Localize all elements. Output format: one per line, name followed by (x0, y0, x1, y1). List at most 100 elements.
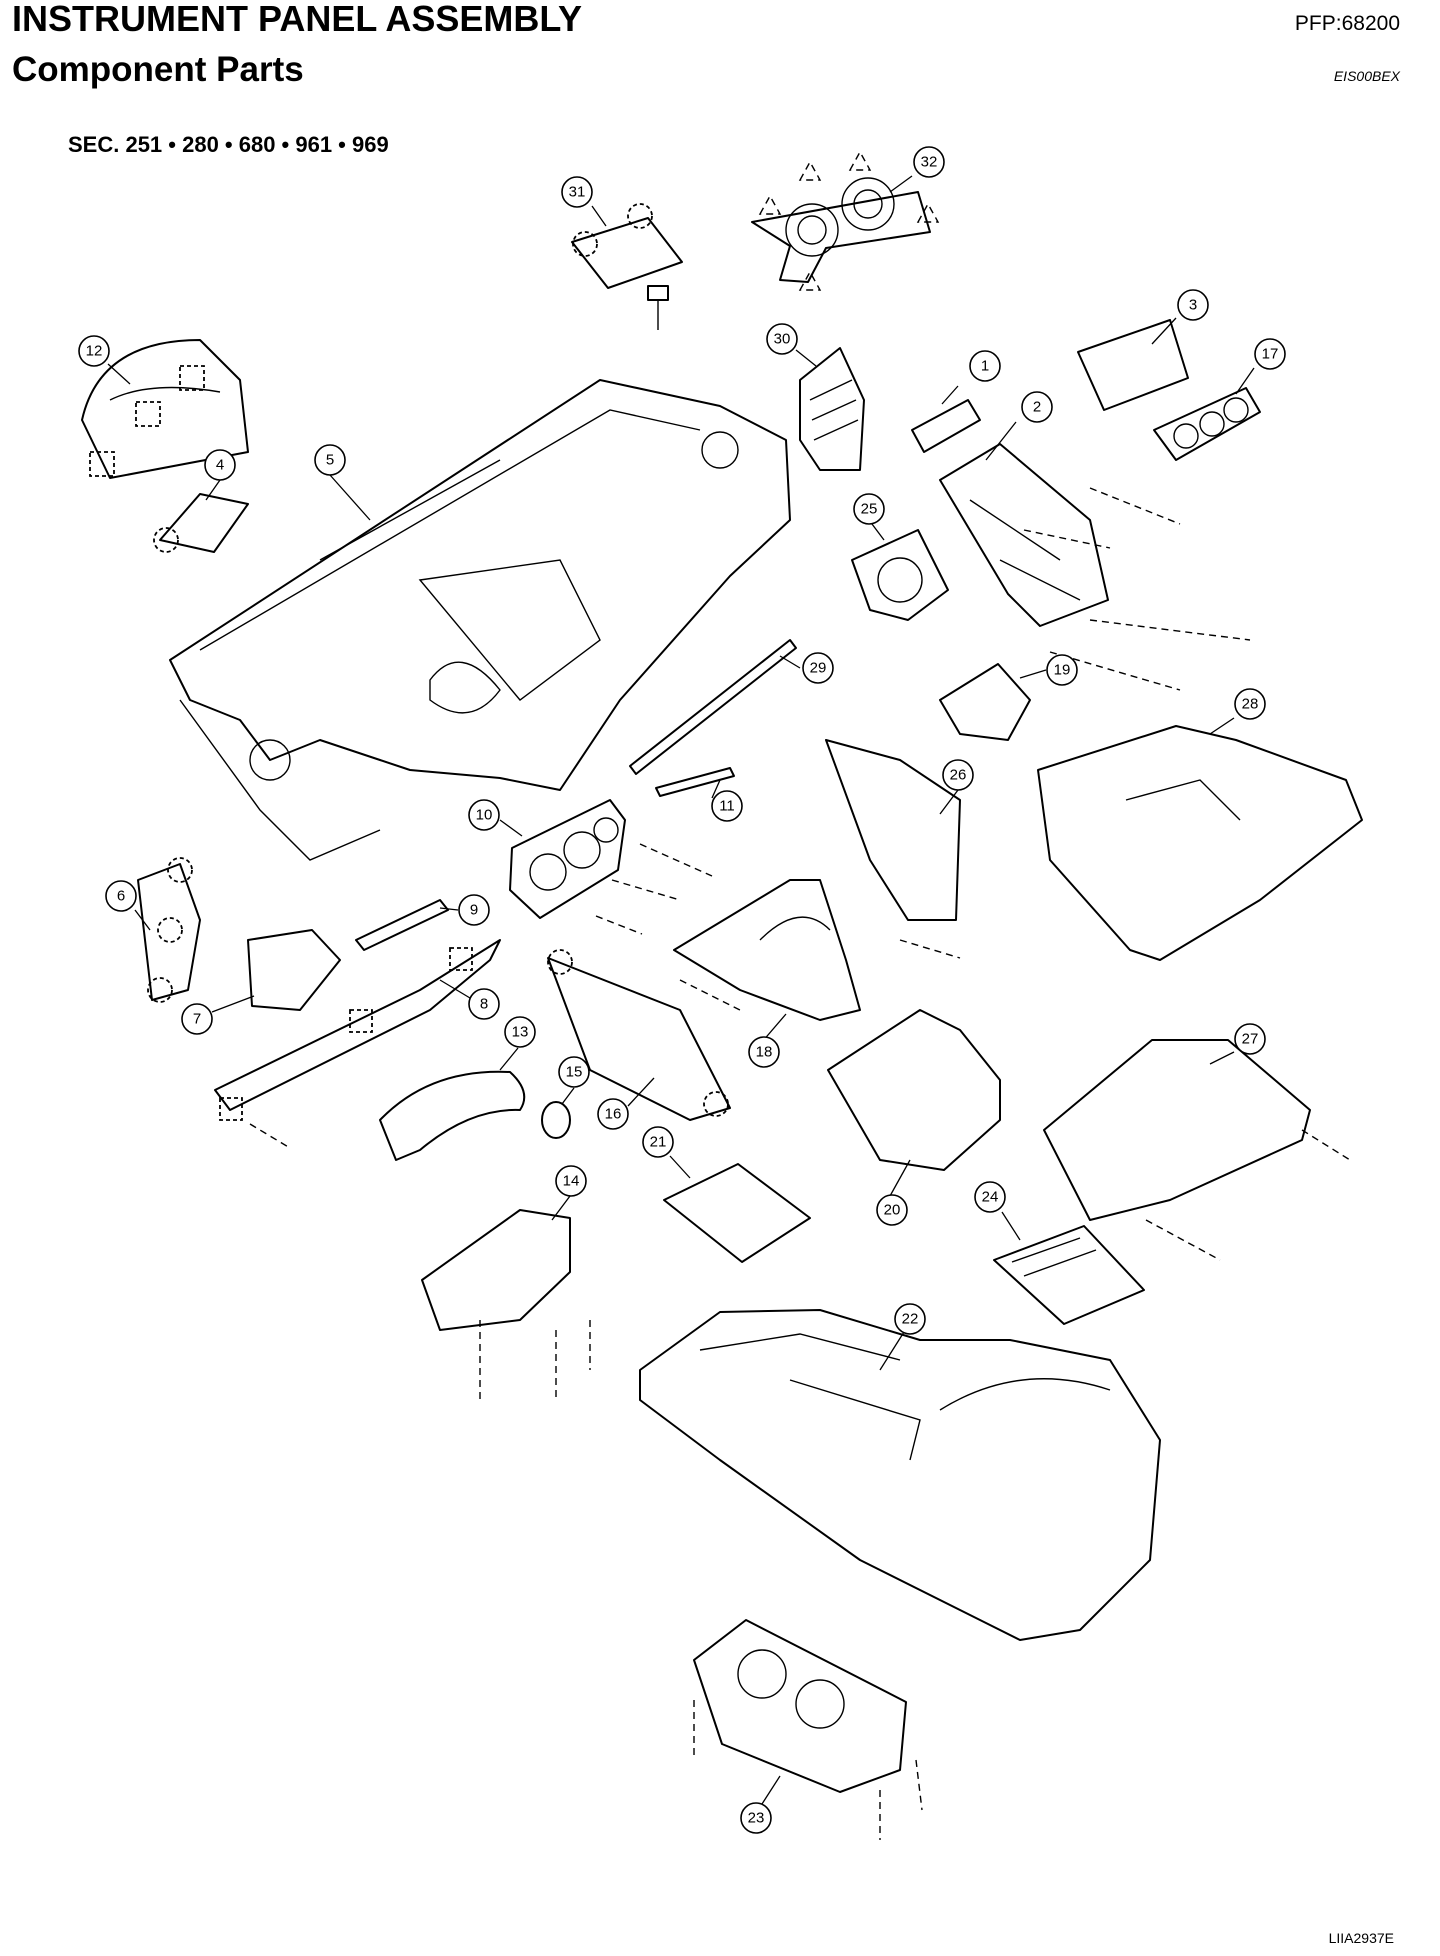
part-16-lower-cover (547, 949, 731, 1121)
svg-text:3: 3 (1189, 297, 1197, 314)
part-12-cluster-lid (81, 339, 249, 479)
callout-9: 9 (439, 894, 490, 926)
part-2-center-panel (939, 443, 1109, 627)
callout-30: 30 (766, 323, 817, 367)
part-15-ring (541, 1101, 571, 1139)
callout-1: 1 (941, 350, 1001, 405)
svg-text:29: 29 (810, 660, 827, 677)
svg-text:27: 27 (1242, 1031, 1259, 1048)
svg-text:9: 9 (470, 902, 478, 919)
part-10-combination-meter (509, 799, 626, 919)
callout-22: 22 (879, 1303, 926, 1371)
callout-15: 15 (558, 1056, 590, 1105)
part-11-strip (655, 767, 735, 797)
callout-10: 10 (468, 799, 523, 837)
part-29-strip (629, 639, 797, 775)
callout-7: 7 (181, 995, 255, 1035)
part-25-bezel (851, 529, 949, 621)
svg-text:32: 32 (921, 154, 938, 171)
svg-text:1: 1 (981, 358, 989, 375)
part-28-glove-box (1037, 725, 1363, 961)
callout-24: 24 (974, 1181, 1021, 1241)
svg-text:23: 23 (748, 1810, 765, 1827)
callout-25: 25 (853, 493, 885, 541)
screws (249, 487, 1351, 1840)
svg-text:11: 11 (719, 798, 735, 815)
svg-text:16: 16 (605, 1106, 622, 1123)
svg-text:21: 21 (650, 1134, 667, 1151)
svg-text:8: 8 (480, 996, 488, 1013)
page-subtitle: Component Parts (12, 50, 304, 89)
callout-16: 16 (597, 1077, 655, 1130)
svg-text:2: 2 (1033, 399, 1041, 416)
callout-23: 23 (740, 1775, 781, 1834)
callout-27: 27 (1209, 1023, 1266, 1065)
bolt (647, 285, 669, 330)
svg-text:14: 14 (563, 1173, 580, 1190)
callout-18: 18 (748, 1013, 787, 1068)
callout-20: 20 (876, 1159, 911, 1226)
part-31-cover (571, 203, 683, 289)
part-3-audio-unit (1077, 319, 1189, 411)
part-1-switch (911, 399, 981, 453)
svg-text:12: 12 (86, 343, 103, 360)
svg-text:20: 20 (884, 1202, 901, 1219)
svg-text:7: 7 (193, 1011, 201, 1028)
callout-14: 14 (551, 1165, 587, 1221)
svg-text:28: 28 (1242, 696, 1259, 713)
svg-text:19: 19 (1054, 662, 1071, 679)
figure-code: LIIA2937E (1328, 1930, 1394, 1946)
part-21-lid (663, 1163, 811, 1263)
callout-2: 2 (985, 391, 1053, 461)
callout-4: 4 (204, 449, 236, 501)
part-7-pocket (247, 929, 341, 1011)
part-4-lid (153, 493, 249, 553)
callout-12: 12 (78, 335, 131, 385)
part-9-strip (355, 899, 449, 951)
svg-text:13: 13 (512, 1024, 529, 1041)
section-references: SEC. 251 • 280 • 680 • 961 • 969 (68, 132, 389, 157)
callout-5: 5 (314, 444, 371, 521)
svg-text:15: 15 (566, 1064, 583, 1081)
callout-21: 21 (642, 1126, 691, 1179)
svg-text:24: 24 (982, 1189, 999, 1206)
svg-text:4: 4 (216, 457, 224, 474)
svg-text:18: 18 (756, 1044, 773, 1061)
callout-29: 29 (779, 652, 834, 684)
callout-8: 8 (439, 979, 500, 1020)
callout-19: 19 (1019, 654, 1078, 686)
part-24-tray (993, 1225, 1145, 1325)
callout-32: 32 (889, 146, 945, 193)
svg-text:5: 5 (326, 452, 334, 469)
part-6-side-bracket (137, 857, 201, 1003)
callout-17: 17 (1235, 338, 1286, 395)
part-27-lower-cover (1043, 1039, 1311, 1221)
svg-text:31: 31 (569, 184, 586, 201)
svg-text:30: 30 (774, 331, 791, 348)
part-8-lower-cover (214, 939, 501, 1121)
svg-text:22: 22 (902, 1311, 919, 1328)
callout-13: 13 (499, 1016, 536, 1071)
callout-28: 28 (1209, 688, 1266, 735)
document-code: EIS00BEX (1333, 68, 1400, 84)
part-5-instrument-panel (169, 379, 791, 861)
part-22-center-console (639, 1309, 1161, 1641)
svg-text:6: 6 (117, 888, 125, 905)
svg-text:17: 17 (1262, 346, 1279, 363)
part-26-console-side (825, 739, 961, 921)
callout-6: 6 (105, 880, 151, 931)
pfp-code: PFP:68200 (1294, 12, 1400, 35)
part-18-center-cluster (673, 879, 861, 1021)
callout-3: 3 (1151, 289, 1209, 345)
svg-text:10: 10 (476, 807, 493, 824)
callout-31: 31 (561, 176, 607, 227)
callout-11: 11 (711, 779, 743, 822)
part-19-shifter-finisher (939, 663, 1031, 741)
page-title: INSTRUMENT PANEL ASSEMBLY (12, 0, 583, 39)
part-30-side-cover (799, 347, 865, 471)
part-23-cup-holder (693, 1619, 907, 1793)
svg-text:25: 25 (861, 501, 878, 518)
callout-26: 26 (939, 759, 974, 815)
part-17-vent-panel (1153, 387, 1261, 461)
